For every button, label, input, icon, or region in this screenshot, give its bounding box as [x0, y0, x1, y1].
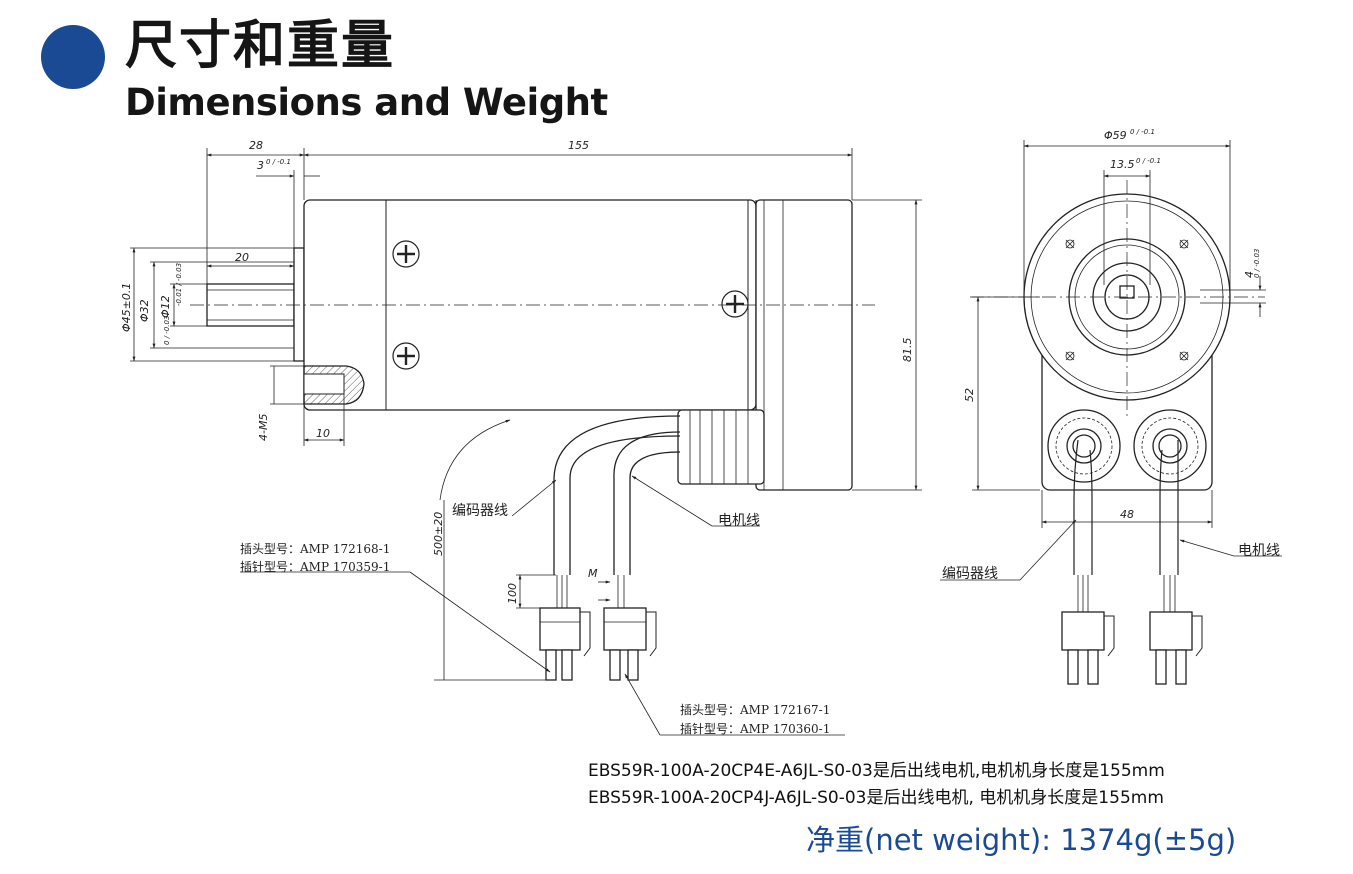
- dim-strip-length: 100: [506, 583, 519, 604]
- side-dimension-lines: [130, 148, 922, 736]
- dim-shaft-to-flange: 28: [249, 139, 263, 152]
- motor-front-view: [970, 180, 1265, 685]
- model-note-2: EBS59R-100A-20CP4J-A6JL-S0-03是后出线电机, 电机机…: [588, 788, 1164, 808]
- label-encoder-pin: 插针型号：AMP 170359-1: [240, 560, 391, 574]
- dim-cable-spacing: 48: [1120, 508, 1134, 521]
- page-title-cn: 尺寸和重量: [125, 16, 396, 76]
- dim-cable-length: 500±20: [432, 511, 445, 556]
- dim-body-length: 155: [568, 139, 589, 152]
- dim-thread: 4-M5: [257, 413, 270, 441]
- dim-shaft-tol: -0.01 / -0.03: [175, 262, 183, 306]
- dim-shaft-dia: Φ12: [159, 295, 172, 318]
- dim-flange-tol: 0 / -0.1: [266, 158, 291, 166]
- label-motor-plug: 插头型号：AMP 172167-1: [680, 703, 831, 717]
- dim-face-dia: Φ59: [1104, 129, 1127, 142]
- dim-keyway-tol: 0 / -0.03: [1253, 248, 1261, 278]
- label-encoder-plug: 插头型号：AMP 172168-1: [240, 542, 391, 556]
- dim-center-height: 52: [963, 388, 976, 402]
- label-motor-pin: 插针型号：AMP 170360-1: [680, 722, 831, 736]
- header-bullet: [41, 25, 105, 89]
- label-motor-cable: 电机线: [718, 513, 760, 529]
- model-note-1: EBS59R-100A-20CP4E-A6JL-S0-03是后出线电机,电机机身…: [588, 761, 1165, 781]
- dim-boss-tol: 0 / -0.03: [163, 315, 171, 345]
- net-weight: 净重(net weight): 1374g(±5g): [806, 823, 1237, 857]
- dim-m-mark: M: [588, 567, 598, 580]
- dim-boss-dia: Φ32: [138, 299, 151, 322]
- label-front-motor-cable: 电机线: [1238, 543, 1280, 559]
- dim-pilot-dia: Φ45±0.1: [120, 282, 133, 332]
- front-dimension-lines: [940, 140, 1282, 581]
- dim-face-tol: 0 / -0.1: [1130, 128, 1155, 136]
- dim-thread-depth: 10: [316, 427, 330, 440]
- dim-shaft-length: 20: [235, 251, 249, 264]
- label-encoder-cable: 编码器线: [452, 503, 508, 519]
- motor-side-view: [190, 199, 875, 681]
- label-front-encoder-cable: 编码器线: [942, 566, 998, 582]
- dim-flange-thickness: 3: [257, 159, 264, 172]
- dim-height: 81.5: [901, 337, 914, 363]
- dim-key-tol: 0 / -0.1: [1136, 157, 1161, 165]
- page-title-en: Dimensions and Weight: [125, 81, 608, 124]
- dim-key-width: 13.5: [1110, 158, 1135, 171]
